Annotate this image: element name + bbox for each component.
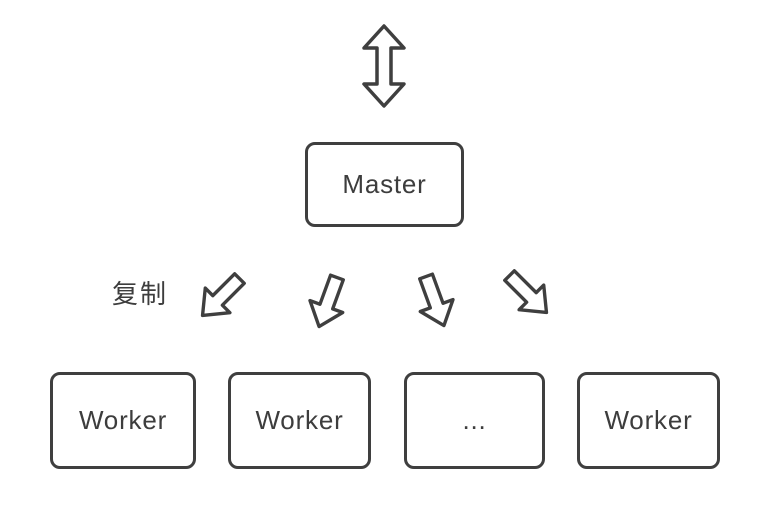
master-node: Master bbox=[305, 142, 464, 227]
arrow-down-left-icon bbox=[186, 262, 257, 333]
replicate-label: 复制 bbox=[112, 279, 169, 309]
worker-ellipsis-label: ... bbox=[462, 405, 487, 435]
worker-node: Worker bbox=[577, 372, 720, 469]
worker-label: Worker bbox=[604, 405, 693, 435]
bidirectional-vertical-arrow-icon bbox=[361, 23, 407, 109]
arrow-down-slight-right-icon bbox=[405, 267, 464, 336]
master-label: Master bbox=[342, 169, 427, 199]
arrow-down-slight-left-icon bbox=[298, 268, 357, 337]
worker-ellipsis-node: ... bbox=[404, 372, 545, 469]
worker-label: Worker bbox=[78, 405, 168, 435]
arrow-down-right-icon bbox=[493, 259, 564, 330]
worker-node: Worker bbox=[50, 372, 196, 469]
worker-label: Worker bbox=[255, 405, 344, 435]
worker-node: Worker bbox=[228, 372, 371, 469]
